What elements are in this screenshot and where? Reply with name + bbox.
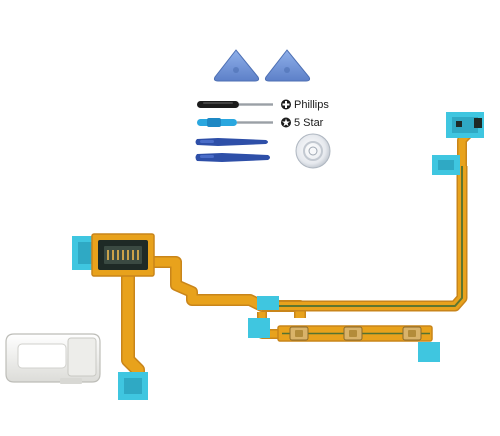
suction-cup: [295, 133, 331, 169]
stiffener-tab-top-right: [446, 112, 484, 138]
star-label: 5 Star: [294, 117, 324, 129]
star-head-icon: [281, 117, 291, 128]
board-connector: [91, 233, 155, 277]
pry-tool-upper: [195, 138, 268, 146]
opening-pick-right: [264, 49, 311, 82]
phillips-head-icon: [281, 99, 291, 110]
phillips-screwdriver: [197, 101, 273, 108]
opening-pick-left: [213, 49, 260, 82]
stiffener-tab-lower-left: [248, 318, 270, 338]
button-switch-1: [289, 326, 309, 341]
headphone-jack: [5, 333, 101, 384]
stiffener-tab-right: [432, 155, 460, 175]
headphone-flex-cable: [121, 124, 475, 400]
button-switch-2: [343, 326, 363, 341]
pry-tool-lower: [195, 153, 270, 162]
phillips-label: Phillips: [294, 99, 329, 111]
jack-solder-pad: [118, 372, 148, 400]
stiffener-tab-lower-right: [418, 342, 440, 362]
stiffener-tab-middle: [257, 296, 279, 310]
button-switch-3: [402, 326, 422, 341]
star-screwdriver: [197, 118, 273, 127]
